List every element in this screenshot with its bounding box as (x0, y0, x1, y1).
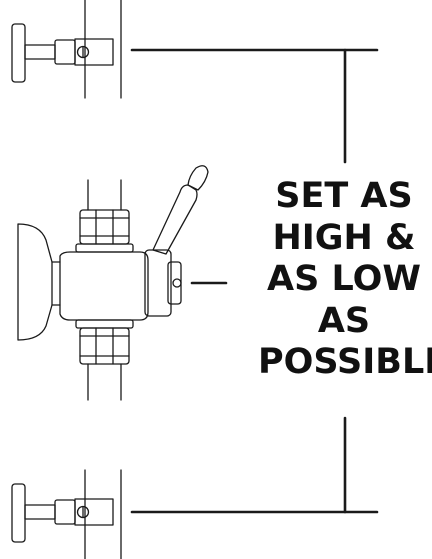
instruction-line-4: AS (317, 300, 371, 341)
instruction-line-2: HIGH & (272, 217, 416, 258)
instruction-line-5: POSSIBLE (258, 342, 432, 382)
top-stop-valve-icon (11, 23, 114, 83)
bottom-stop-valve-icon (11, 483, 114, 543)
bottom-guide-line (130, 416, 379, 514)
instruction-line-3: AS LOW (267, 259, 421, 299)
instruction-label: SET AS HIGH & AS LOW AS POSSIBLE (258, 176, 432, 384)
pipe-lower (84, 363, 122, 559)
instruction-line-1: SET AS (275, 176, 413, 216)
pipe-upper (84, 0, 122, 99)
flush-valve-icon (17, 165, 209, 365)
pipe-mid-upper (87, 179, 122, 211)
top-guide-line (130, 48, 379, 164)
